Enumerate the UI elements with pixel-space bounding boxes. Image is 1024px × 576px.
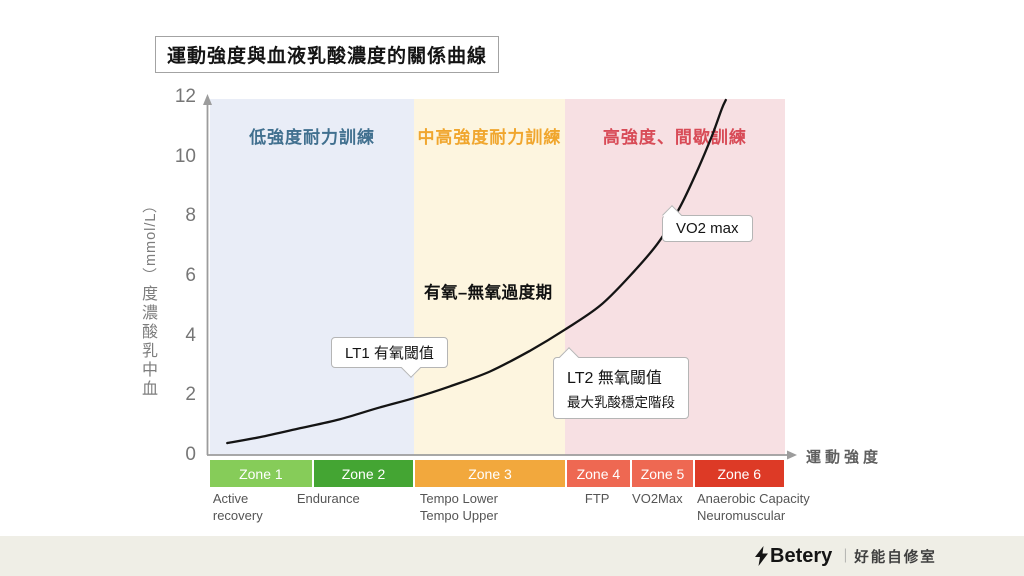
y-tick-10: 10	[174, 145, 196, 167]
lt1-callout: LT1 有氧閾值	[331, 337, 448, 378]
y-axis-label-char: 度	[141, 285, 158, 303]
lt2-callout-subtitle: 最大乳酸穩定階段	[567, 395, 675, 410]
zone-segment-6: Zone 6	[694, 460, 784, 487]
x-axis-label: 運動強度	[806, 449, 883, 466]
y-tick-2: 2	[185, 384, 196, 406]
lt2-callout: LT2 無氧閾值 最大乳酸穩定階段	[553, 347, 689, 419]
aerobic-anaerobic-transition-label: 有氧–無氧過度期	[424, 284, 553, 302]
y-tick-8: 8	[185, 205, 196, 227]
x-axis-arrow	[787, 450, 797, 460]
y-axis-label-char: 乳	[141, 342, 158, 360]
y-tick-0: 0	[185, 444, 196, 465]
page-title-text: 運動強度與血液乳酸濃度的關係曲線	[167, 46, 488, 67]
footer-bar: Betery ｜ 好能自修室	[0, 536, 1024, 576]
region-label-mid: 中高強度耐力訓練	[417, 128, 562, 147]
zone-segment-2: Zone 2	[314, 460, 413, 487]
lt2-callout-title: LT2 無氧閾值	[567, 370, 662, 387]
zone-segment-4: Zone 4	[567, 460, 630, 487]
region-label-low: 低強度耐力訓練	[249, 128, 376, 147]
y-axis-label-char: 濃	[141, 304, 158, 322]
region-mid: 中高強度耐力訓練	[414, 99, 565, 455]
zone-caption-3: Tempo Lower Tempo Upper	[419, 491, 498, 523]
y-axis-label-char: 酸	[141, 323, 158, 341]
y-tick-12: 12	[174, 86, 196, 107]
brand-tagline: 好能自修室	[854, 549, 937, 566]
y-axis-label: （mmol/L） 度濃酸乳中血	[137, 197, 163, 399]
zone-caption-4: FTP	[584, 491, 610, 506]
zone-caption-6: Anaerobic Capacity Neuromuscular	[697, 491, 810, 523]
y-axis-unit: （mmol/L）	[142, 197, 159, 282]
zone-caption-1: Active recovery	[212, 491, 263, 523]
zone-segment-5: Zone 5	[632, 460, 693, 487]
vo2max-callout-text: VO2 max	[676, 220, 739, 237]
betery-logo: Betery ｜ 好能自修室	[755, 536, 937, 576]
region-low: 低強度耐力訓練	[210, 99, 415, 455]
y-axis-label-char: 中	[141, 361, 158, 379]
lightning-bolt-icon	[755, 546, 768, 566]
zone-segment-1: Zone 1	[210, 460, 312, 487]
logo-divider: ｜	[838, 548, 853, 564]
lt1-callout-text: LT1 有氧閾值	[345, 345, 434, 362]
zone-caption-2: Endurance	[296, 491, 360, 506]
y-tick-4: 4	[185, 324, 196, 346]
page-title: 運動強度與血液乳酸濃度的關係曲線	[155, 36, 500, 73]
region-label-high: 高強度、間歇訓練	[602, 128, 747, 147]
zone-segment-3: Zone 3	[415, 460, 565, 487]
zone-caption-5: VO2Max	[632, 491, 683, 506]
y-tick-6: 6	[185, 265, 196, 286]
vo2max-callout: VO2 max	[662, 205, 753, 242]
y-axis-label-char: 血	[141, 380, 158, 398]
brand-name: Betery	[770, 544, 833, 567]
